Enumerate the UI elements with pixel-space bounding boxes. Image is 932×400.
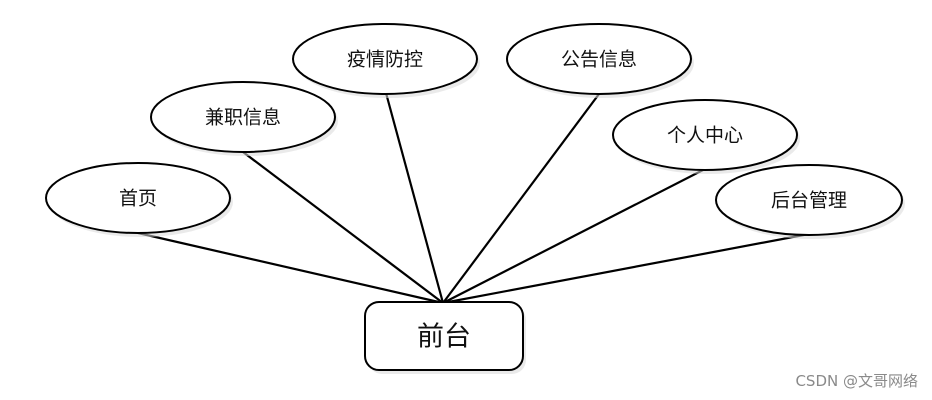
- edges: [137, 92, 810, 305]
- node-root-label: 前台: [417, 322, 471, 353]
- edge-root-jobs: [242, 151, 444, 304]
- node-notice-ellipse: [506, 23, 692, 95]
- edge-root-home: [137, 231, 444, 305]
- node-notice: 公告信息: [506, 23, 694, 98]
- node-profile-ellipse: [612, 99, 798, 171]
- node-profile: 个人中心: [612, 99, 800, 174]
- edge-root-epidemic: [384, 92, 445, 304]
- node-admin: 后台管理: [715, 164, 905, 239]
- node-epidemic: 疫情防控: [292, 23, 480, 98]
- edge-root-profile: [442, 168, 706, 304]
- edge-root-notice: [442, 93, 600, 304]
- node-jobs-label: 兼职信息: [205, 107, 281, 129]
- watermark: CSDN @文哥网络: [795, 372, 918, 390]
- node-admin-label: 后台管理: [771, 190, 847, 212]
- node-root: 前台: [364, 301, 526, 374]
- node-home-ellipse: [45, 162, 231, 234]
- node-epidemic-label: 疫情防控: [347, 49, 423, 71]
- node-root-box: [364, 301, 524, 371]
- node-jobs: 兼职信息: [150, 81, 338, 156]
- node-epidemic-ellipse: [292, 23, 478, 95]
- node-notice-label: 公告信息: [561, 49, 637, 71]
- node-home: 首页: [45, 162, 233, 237]
- node-profile-label: 个人中心: [667, 125, 743, 147]
- node-home-label: 首页: [119, 188, 157, 210]
- edge-root-admin: [442, 232, 810, 305]
- node-jobs-ellipse: [150, 81, 336, 153]
- node-admin-ellipse: [715, 164, 903, 236]
